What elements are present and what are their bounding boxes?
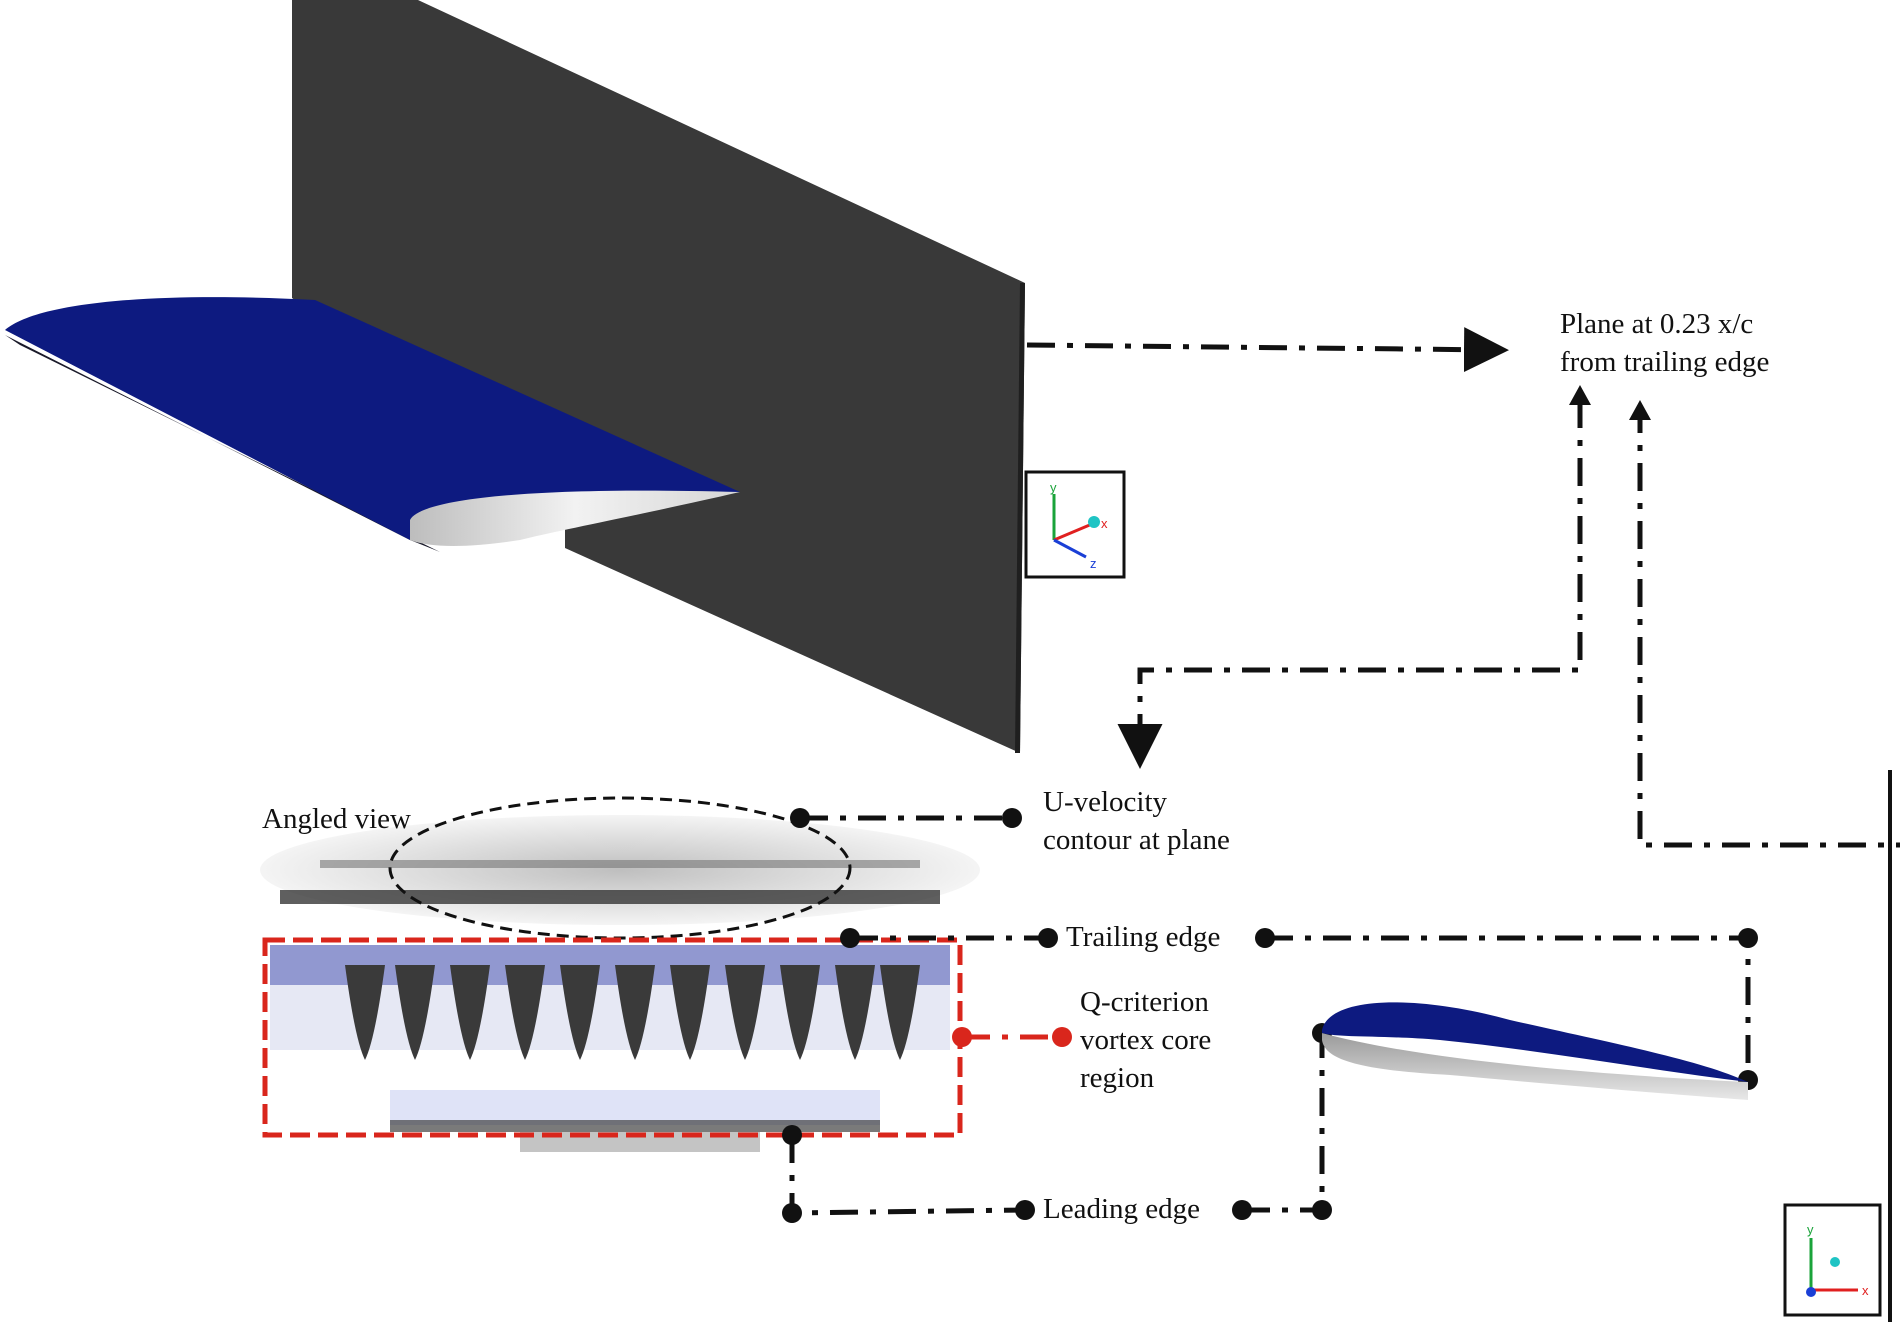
leading-edge-connector-right: [1242, 1033, 1325, 1213]
up-arrow-1: [1569, 385, 1591, 405]
cutting-plane: [292, 0, 1025, 753]
axis-triad-bottom: y x: [1783, 1203, 1882, 1317]
label-to-uvelocity-connector: [1117, 400, 1583, 769]
axis-bottom-y-label: y: [1807, 1222, 1814, 1237]
vortex-cores: [270, 945, 950, 1060]
q-criterion-label-line-2: vortex core: [1080, 1024, 1212, 1056]
u-velocity-label-line-2: contour at plane: [1043, 824, 1230, 856]
connectors-top: [1026, 327, 1900, 848]
u-velocity-label: U-velocity contour at plane: [1043, 783, 1230, 859]
airfoil-upper-surface: [1322, 1002, 1748, 1082]
u-velocity-label-line-1: U-velocity: [1043, 786, 1168, 818]
label-to-profile-connector: [1637, 405, 1900, 848]
leading-edge-label: Leading edge: [1043, 1193, 1201, 1225]
airfoil-underside: [1322, 1033, 1748, 1100]
q-criterion-label: Q-criterion vortex core region: [1080, 983, 1211, 1097]
axis-bottom-x-label: x: [1862, 1283, 1869, 1298]
angled-view-label: Angled view: [262, 803, 411, 835]
axis-top-y-label: y: [1050, 480, 1057, 495]
q-criterion-label-line-1: Q-criterion: [1080, 986, 1209, 1018]
angled-view-image: [260, 796, 980, 1152]
plane-label: Plane at 0.23 x/c from trailing edge: [1560, 305, 1769, 381]
trailing-edge-label: Trailing edge: [1066, 921, 1221, 953]
plane-label-line-1: Plane at 0.23 x/c: [1560, 308, 1754, 340]
plane-label-line-2: from trailing edge: [1560, 346, 1770, 378]
leading-edge-connector-left: [789, 1135, 1026, 1216]
up-arrow-2: [1629, 400, 1651, 420]
wing-tip-profile: [410, 490, 740, 546]
axis-top-x-label: x: [1101, 516, 1108, 531]
q-criterion-label-line-3: region: [1080, 1062, 1155, 1094]
plane-edge-shade: [1015, 283, 1025, 753]
q-criterion-dots: [952, 1027, 1072, 1047]
airfoil-profile: [1322, 1002, 1748, 1100]
axis-triad-top: y x z: [1024, 470, 1126, 579]
wing-3d-view: [5, 0, 1025, 753]
axis-top-z-label: z: [1090, 556, 1097, 571]
plane-to-label-connector: [1026, 327, 1509, 373]
wing-span-surface: [5, 297, 740, 540]
